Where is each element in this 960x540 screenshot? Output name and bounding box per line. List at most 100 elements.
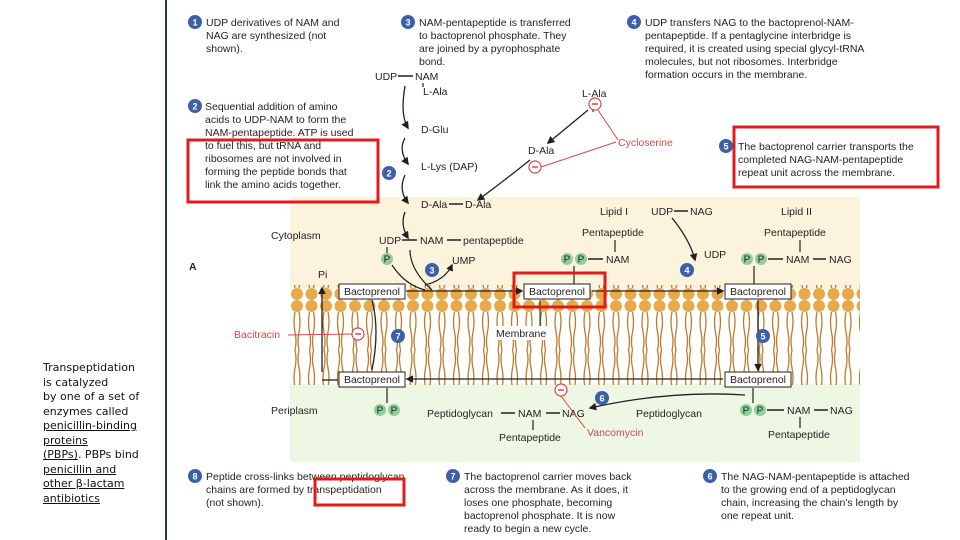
svg-text:D-Ala: D-Ala [465, 199, 491, 211]
svg-text:1: 1 [192, 18, 197, 28]
udp-nam-pathway: UDP NAM L-Ala D-Glu L-Lys (DAP) D-Ala D-… [375, 71, 491, 240]
panel-label: A [189, 261, 197, 273]
periplasm-region [290, 384, 860, 462]
svg-text:The bactoprenol carrier transp: The bactoprenol carrier transports the [738, 141, 914, 153]
svg-text:Pentapeptide: Pentapeptide [764, 227, 826, 239]
svg-text:7: 7 [450, 472, 455, 482]
svg-text:pentapeptide. If a pentaglycin: pentapeptide. If a pentaglycine interbri… [645, 30, 851, 42]
svg-text:are joined by a pyrophosphate: are joined by a pyrophosphate [419, 43, 560, 55]
step-8-badge: 8 [188, 469, 202, 483]
highlight-box-step-5 [732, 125, 940, 189]
svg-text:NAM-pentapeptide is transferre: NAM-pentapeptide is transferred [419, 17, 571, 29]
svg-text:chains are formed by transpept: chains are formed by transpeptidation [206, 484, 382, 496]
svg-text:D-Ala: D-Ala [528, 145, 554, 157]
caption-line: (PBPs). PBPs bind [43, 448, 153, 463]
periplasm-label: Periplasm [271, 405, 318, 417]
vertical-divider [165, 0, 167, 540]
svg-text:UDP: UDP [704, 249, 726, 261]
caption-line: penicillin and [43, 462, 117, 476]
svg-text:6: 6 [707, 472, 712, 482]
svg-text:P: P [758, 255, 765, 266]
svg-text:Bactoprenol: Bactoprenol [344, 374, 400, 386]
svg-text:P: P [578, 255, 585, 266]
vancomycin-label: Vancomycin [587, 427, 644, 439]
svg-text:to fuel this, but tRNA and: to fuel this, but tRNA and [205, 140, 321, 152]
step-6-badge: 6 [703, 469, 717, 483]
svg-text:Peptidoglycan: Peptidoglycan [427, 408, 493, 420]
step-3-badge: 3 [401, 15, 415, 29]
caption-line: is catalyzed [43, 375, 109, 389]
svg-text:NAG: NAG [562, 408, 585, 420]
svg-text:bond.: bond. [419, 56, 445, 68]
cycloserine-label: Cycloserine [618, 137, 673, 149]
step-6-marker: 6 [595, 391, 609, 405]
svg-text:3: 3 [405, 18, 410, 28]
caption-line: Transpeptidation [43, 361, 135, 374]
d-ala-racemization: L-Ala D-Ala Cycloserine [476, 88, 673, 201]
side-caption: Transpeptidation is catalyzed by one of … [43, 361, 153, 506]
svg-text:UDP: UDP [375, 71, 397, 83]
step-4-text: 4 UDP transfers NAG to the bactoprenol-N… [627, 15, 864, 81]
svg-text:2: 2 [386, 169, 391, 179]
svg-text:5: 5 [723, 142, 728, 152]
svg-text:ribosomes are not involved in: ribosomes are not involved in [205, 153, 342, 165]
svg-text:NAM-pentapeptide. ATP is used: NAM-pentapeptide. ATP is used [205, 127, 354, 139]
lipid-i-label: Lipid I [600, 206, 628, 218]
caption-line: enzymes called [43, 404, 129, 418]
svg-text:4: 4 [684, 266, 689, 276]
highlight-box-bactoprenol [512, 271, 607, 309]
svg-text:NAG are synthesized (not: NAG are synthesized (not [206, 30, 326, 42]
svg-text:Pentapeptide: Pentapeptide [499, 432, 561, 444]
svg-text:across the membrane. As it doe: across the membrane. As it does, it [464, 484, 628, 496]
svg-text:7: 7 [395, 332, 400, 342]
svg-text:Bactoprenol: Bactoprenol [529, 286, 585, 298]
step-1-text: 1 UDP derivatives of NAM and NAG are syn… [188, 15, 340, 55]
step-3-marker: 3 [425, 263, 439, 277]
svg-text:NAM: NAM [787, 405, 810, 417]
svg-text:4: 4 [631, 18, 636, 28]
caption-line: antibiotics [43, 491, 100, 505]
svg-text:required, it is created using: required, it is created using special gl… [645, 43, 864, 55]
step-7-badge: 7 [446, 469, 460, 483]
svg-text:Bactoprenol: Bactoprenol [730, 374, 786, 386]
step-8-text: 8 Peptide cross-links between peptidogly… [188, 469, 405, 509]
svg-text:pentapeptide: pentapeptide [463, 235, 524, 247]
bactoprenol-top-right: Bactoprenol [724, 283, 792, 300]
caption-line: by one of a set of [43, 390, 140, 403]
svg-text:P: P [377, 406, 384, 417]
svg-text:NAM: NAM [786, 254, 809, 266]
step-4-badge: 4 [627, 15, 641, 29]
svg-text:loses one phosphate, becoming: loses one phosphate, becoming [464, 497, 612, 509]
svg-text:UDP: UDP [379, 235, 401, 247]
svg-text:UDP transfers NAG to the bacto: UDP transfers NAG to the bactoprenol-NAM… [645, 17, 854, 29]
svg-text:P: P [564, 255, 571, 266]
step-5-marker: 5 [756, 329, 770, 343]
step-2-text: 2 Sequential addition of amino acids to … [188, 99, 354, 191]
bactoprenol-bottom-right: Bactoprenol [724, 371, 792, 388]
caption-line: penicillin-binding [43, 419, 137, 432]
svg-text:chain, increasing the chain's: chain, increasing the chain's length by [721, 497, 899, 509]
step-3-text: 3 NAM-pentapeptide is transferred to bac… [401, 15, 571, 68]
highlight-box-transpeptidation [313, 477, 406, 507]
svg-text:L-Ala: L-Ala [423, 86, 448, 98]
step-1-badge: 1 [188, 15, 202, 29]
svg-text:8: 8 [192, 472, 197, 482]
svg-text:NAM: NAM [518, 408, 541, 420]
pi-label: Pi [318, 269, 327, 281]
svg-text:shown).: shown). [206, 43, 243, 55]
step-6-text: 6 The NAG-NAM-pentapeptide is attached t… [703, 469, 910, 522]
step-2-marker: 2 [382, 166, 396, 180]
svg-text:formation occurs in the membra: formation occurs in the membrane. [645, 69, 807, 81]
caption-text: . PBPs bind [77, 448, 139, 461]
svg-text:2: 2 [192, 102, 197, 112]
caption-pbps: (PBPs) [43, 448, 78, 461]
bactoprenol-top-middle: Bactoprenol [523, 283, 591, 300]
svg-text:bactoprenol phosphate. It is n: bactoprenol phosphate. It is now [464, 510, 616, 522]
svg-text:Pentapeptide: Pentapeptide [582, 227, 644, 239]
svg-text:NAG: NAG [829, 254, 852, 266]
cytoplasm-label: Cytoplasm [271, 230, 321, 242]
svg-text:ready to begin a new cycle.: ready to begin a new cycle. [464, 523, 591, 535]
svg-text:NAM: NAM [420, 235, 443, 247]
svg-text:to the growing end of a peptid: to the growing end of a peptidoglycan [721, 484, 896, 496]
svg-text:6: 6 [599, 394, 604, 404]
